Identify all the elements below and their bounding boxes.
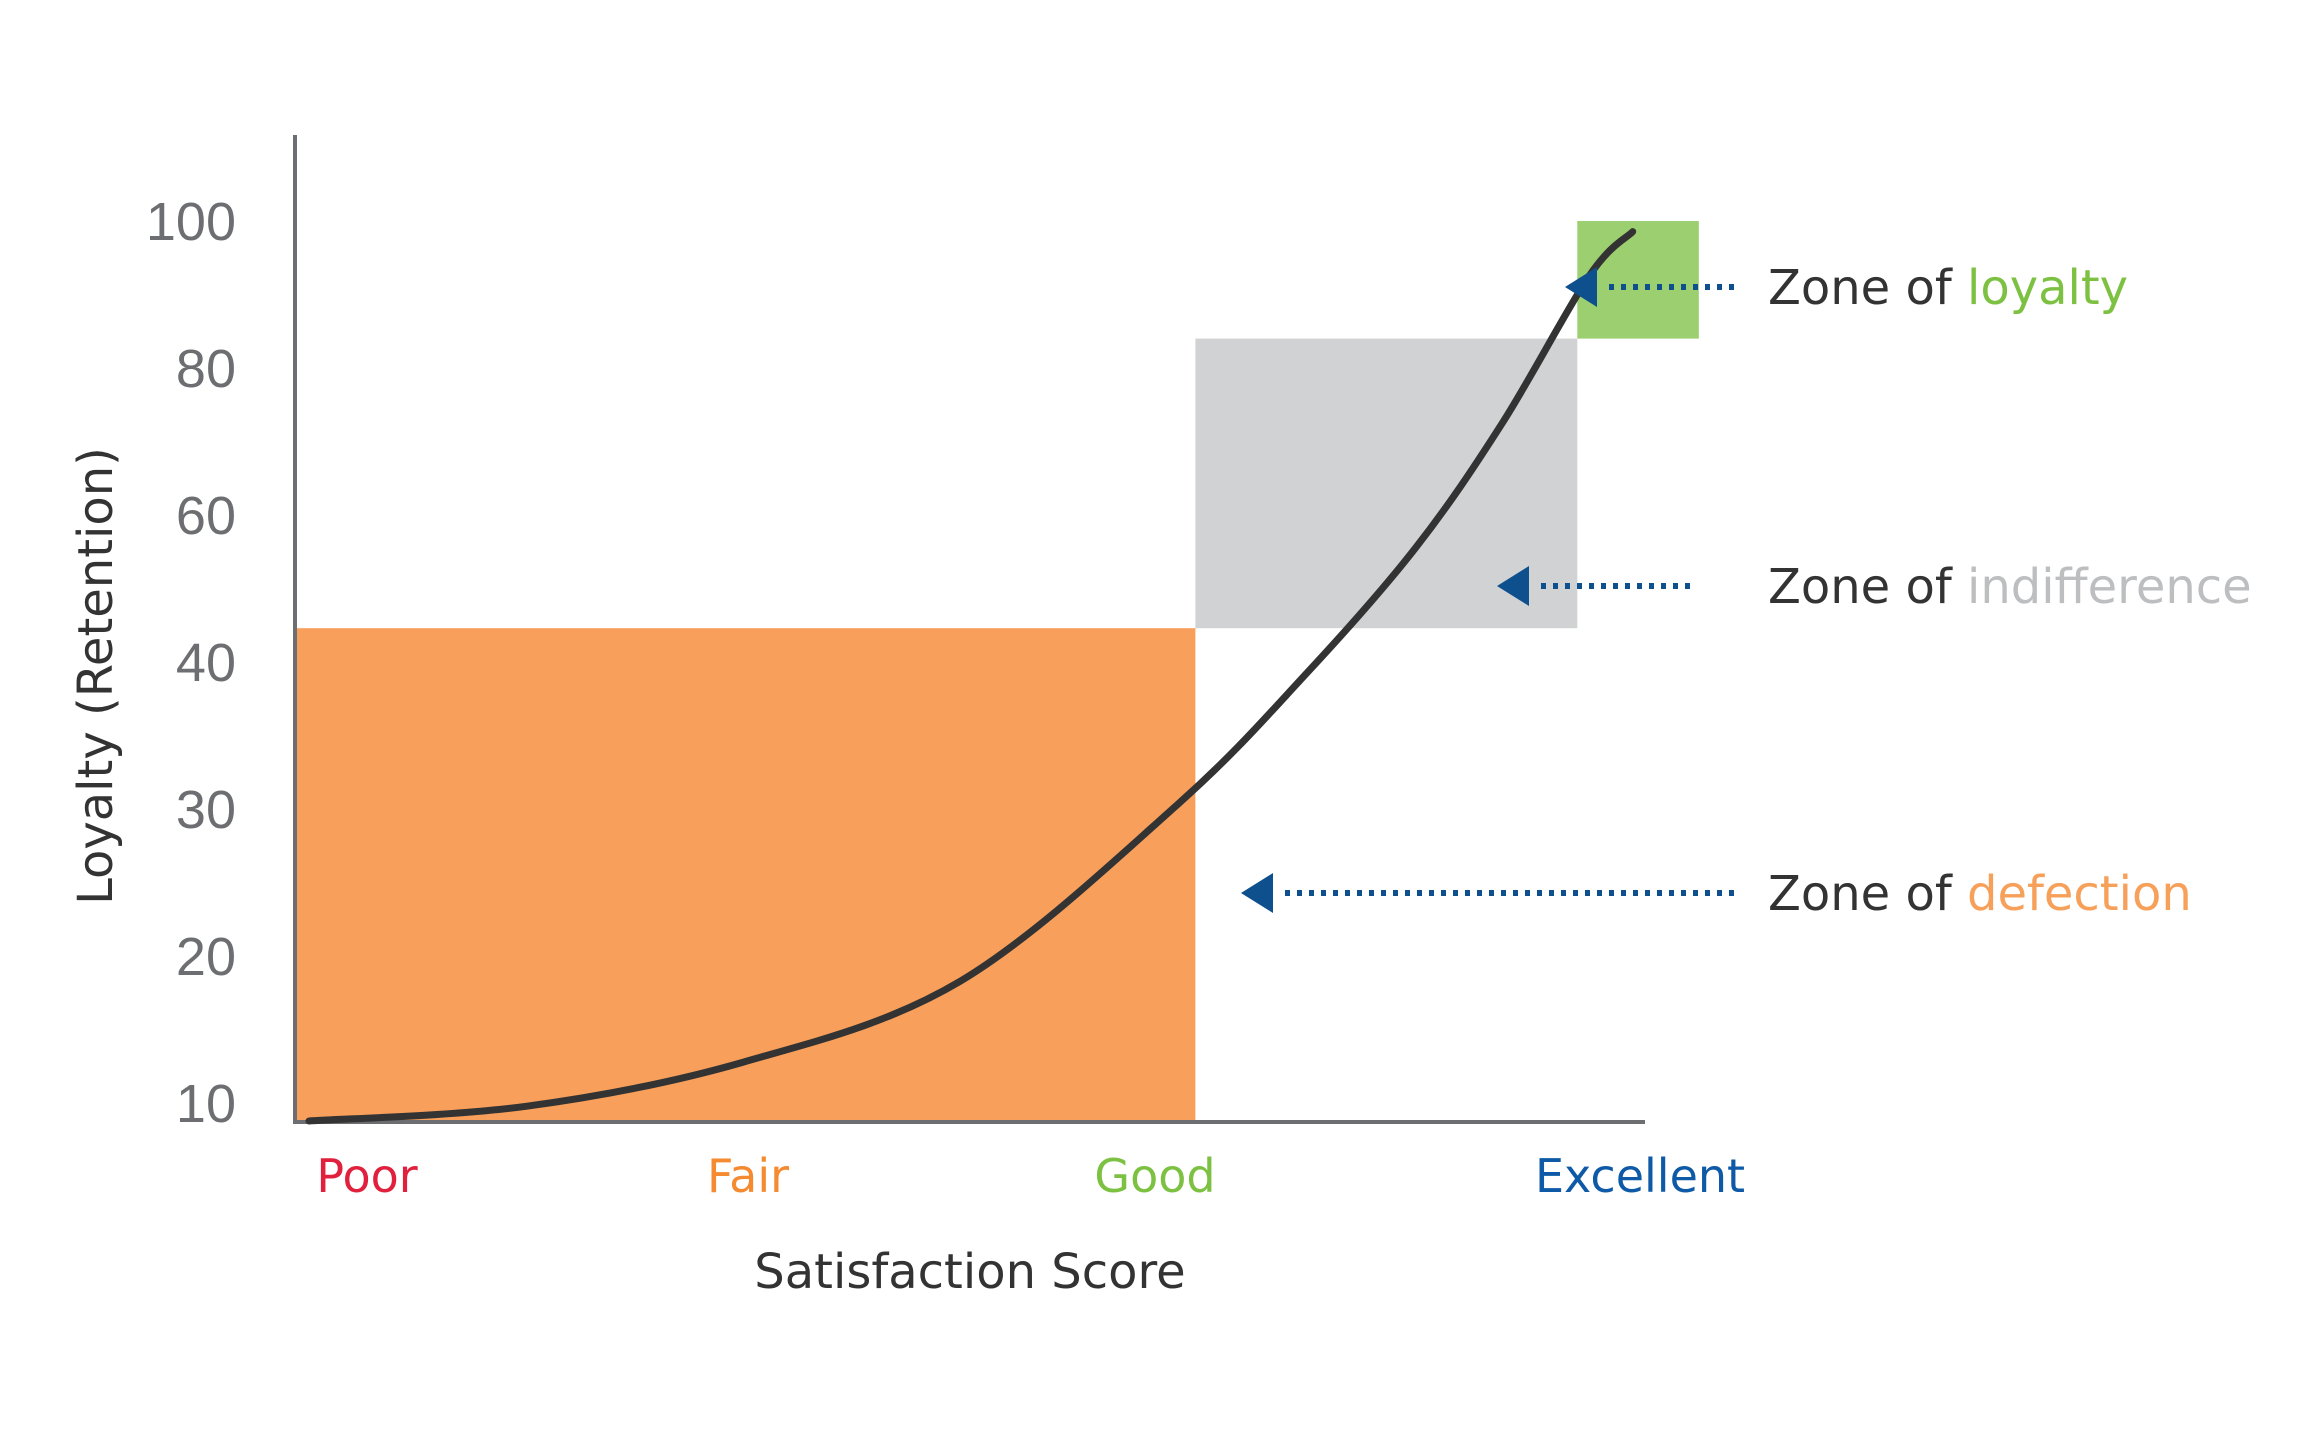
arrow-head-icon	[1565, 267, 1597, 307]
ticks-layer: 10 20 30 40 60 80 100	[146, 192, 236, 1134]
arrow-head-icon	[1497, 566, 1529, 606]
zone-label-indifference: Zone of indifference	[1497, 559, 2252, 615]
curve-layer	[305, 228, 1637, 1125]
y-tick-label: 20	[176, 927, 236, 987]
zone-label-defection: Zone of defection	[1241, 866, 2192, 922]
zones-layer	[297, 221, 1699, 1122]
y-tick-label: 30	[176, 780, 236, 840]
zone-label-name: defection	[1967, 866, 2192, 922]
x-category-label: Good	[1094, 1149, 1215, 1203]
zone-label-prefix: Zone of	[1768, 866, 1967, 922]
zone-label-loyalty: Zone of loyalty	[1565, 260, 2128, 316]
zone-label-name: indifference	[1967, 559, 2252, 615]
zone-label-prefix: Zone of	[1768, 260, 1967, 316]
zone-rect-loyalty	[1577, 221, 1699, 339]
loyalty-curve	[305, 228, 1637, 1125]
y-tick-label: 60	[176, 486, 236, 546]
y-tick-label: 100	[146, 192, 236, 252]
categories-layer: Poor Fair Good Excellent	[316, 1149, 1745, 1203]
zone-label-text: Zone of defection	[1768, 866, 2192, 922]
zone-label-text: Zone of loyalty	[1768, 260, 2128, 316]
y-tick-label: 40	[176, 633, 236, 693]
x-category-label: Fair	[707, 1149, 789, 1203]
titles-layer: Satisfaction Score Loyalty (Retention)	[68, 447, 1186, 1300]
zone-rect-defection	[297, 628, 1196, 1122]
x-category-label: Excellent	[1535, 1149, 1745, 1203]
y-tick-label: 10	[176, 1074, 236, 1134]
y-tick-label: 80	[176, 339, 236, 399]
axes-layer	[293, 135, 1645, 1124]
x-category-label: Poor	[316, 1149, 417, 1203]
zone-label-text: Zone of indifference	[1768, 559, 2252, 615]
y-axis-title: Loyalty (Retention)	[68, 447, 124, 905]
zone-label-name: loyalty	[1967, 260, 2128, 316]
zone-label-prefix: Zone of	[1768, 559, 1967, 615]
arrow-head-icon	[1241, 873, 1273, 913]
x-axis-title: Satisfaction Score	[754, 1244, 1185, 1300]
